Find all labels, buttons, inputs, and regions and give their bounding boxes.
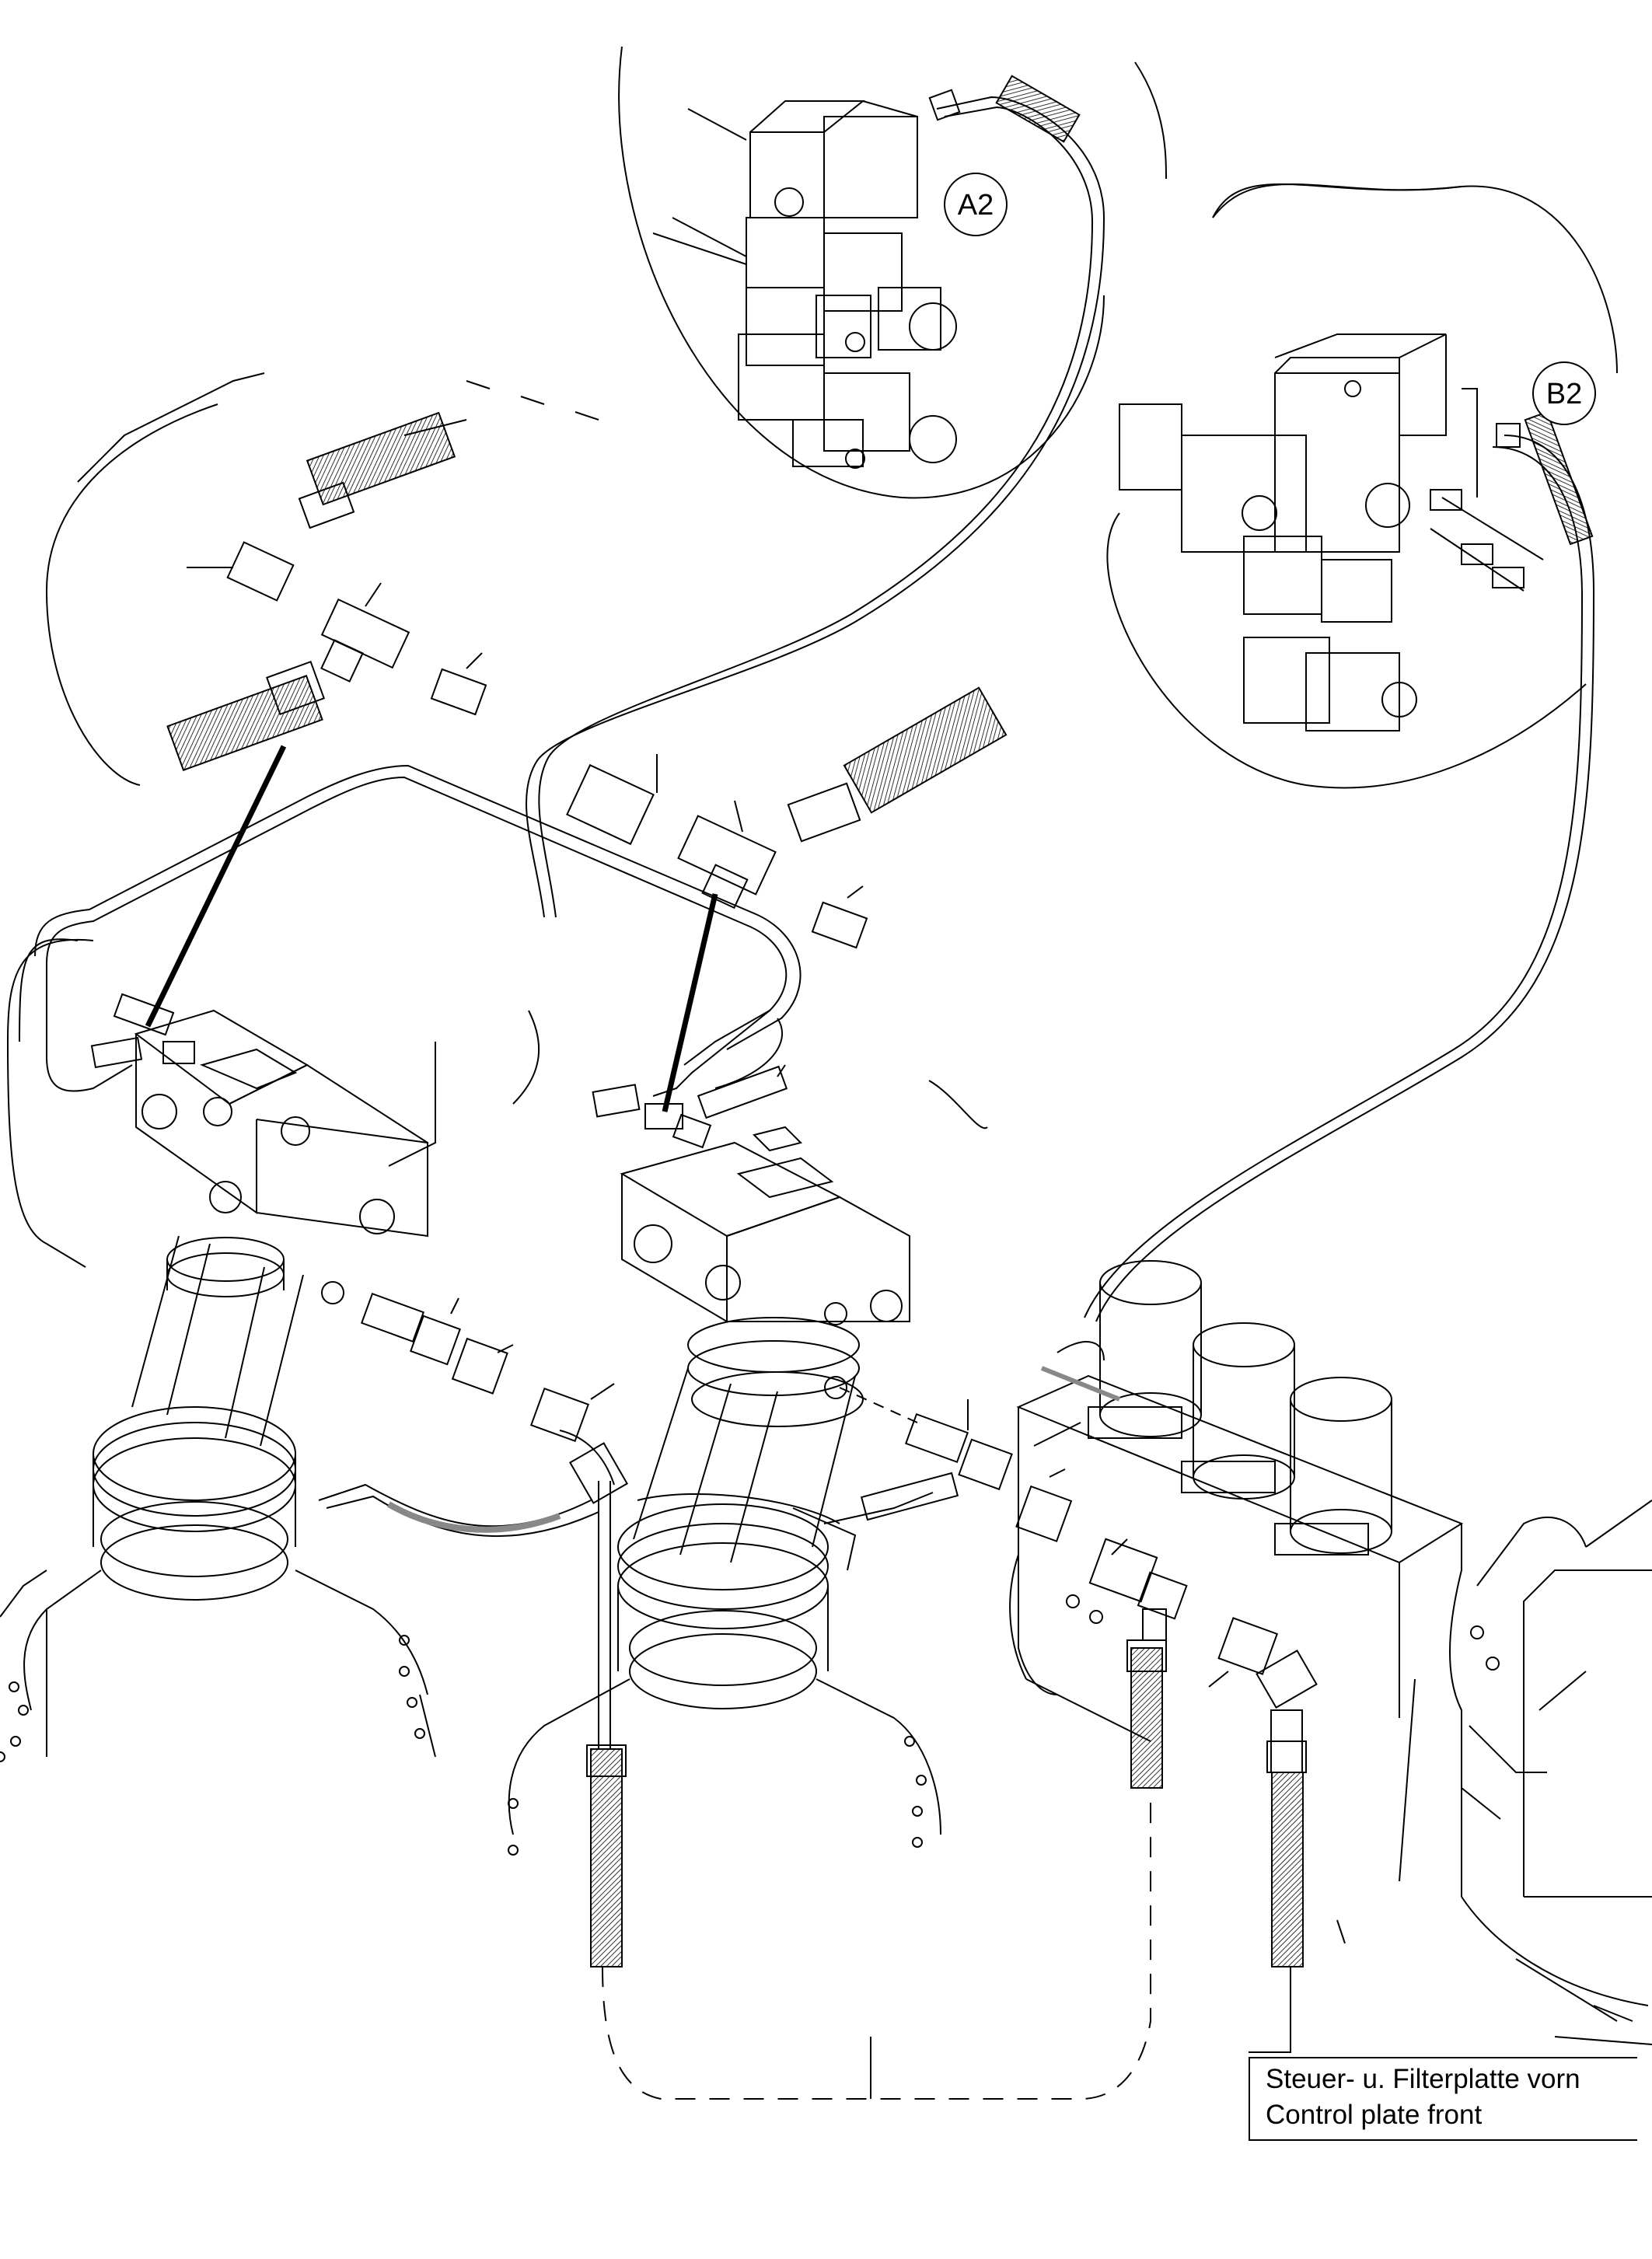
middle-outlet-fittings: [586, 1387, 1318, 1967]
exploded-fittings-left: [45, 372, 599, 786]
pipe-b2-outlet: [1084, 388, 1595, 1322]
hydraulic-unit-middle: [508, 1064, 959, 1856]
pipe-a2-outlet: [526, 75, 1105, 918]
callout-a2-text: A2: [958, 189, 994, 222]
leader-lines: [145, 745, 718, 1112]
caption-box: Steuer- u. Filterplatte vorn Control pla…: [1249, 2057, 1637, 2141]
callout-b2-text: B2: [1546, 378, 1582, 410]
valve-block-b2: [1119, 333, 1447, 731]
tick-line-small: [1336, 1919, 1346, 1944]
detail-circle-b2: [1084, 183, 1618, 1322]
exploded-fittings-middle: [566, 686, 1008, 1130]
valve-block-a2: [652, 100, 957, 469]
callout-b2: B2: [1532, 361, 1596, 425]
hydraulic-unit-left: [0, 993, 436, 1762]
caption-line-en: Control plate front: [1266, 2100, 1483, 2130]
callout-a2: A2: [944, 173, 1008, 236]
left-outlet-fittings: [318, 1292, 629, 1749]
tick-line-right: [1593, 2005, 1633, 2022]
hose-loop-left: [6, 764, 802, 1268]
dashed-return-path: [602, 1788, 1291, 2100]
caption-leader: [1249, 1967, 1291, 2053]
caption-line-de: Steuer- u. Filterplatte vorn: [1266, 2064, 1580, 2094]
detail-circle-a2: [526, 46, 1167, 918]
control-plate-unit: [1009, 1260, 1652, 2045]
